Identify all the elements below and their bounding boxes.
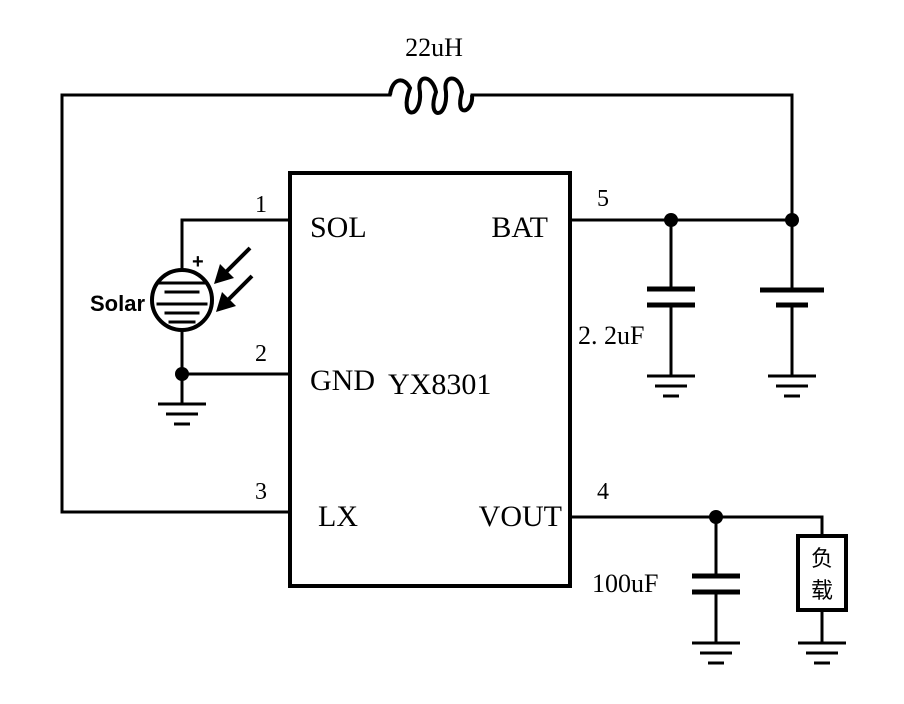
battery — [760, 287, 824, 308]
pin-number-1: 1 — [255, 192, 267, 218]
load-label-1: 负 — [811, 547, 833, 572]
pin-number-2: 2 — [255, 341, 267, 367]
ground-symbol-solar — [158, 402, 206, 426]
inductor-value: 22uH — [405, 33, 463, 62]
ground-symbol-load — [798, 641, 846, 665]
ground-symbol-bat-cap — [647, 374, 695, 398]
light-arrows-icon — [214, 246, 254, 312]
vout-wiring — [568, 510, 824, 643]
ground-symbol-battery — [768, 374, 816, 398]
pin-label-vout: VOUT — [479, 500, 562, 533]
pin-number-3: 3 — [255, 479, 267, 505]
pin-label-lx: LX — [318, 500, 358, 533]
pin-label-bat: BAT — [491, 211, 548, 244]
vout-capacitor-value: 100uF — [592, 569, 658, 598]
inductor-wire — [60, 93, 794, 514]
pin-label-gnd: GND — [310, 364, 375, 397]
solar-polarity: + — [192, 251, 204, 273]
pin-number-5: 5 — [597, 186, 609, 212]
load-label-2: 载 — [811, 579, 833, 604]
vout-capacitor — [692, 573, 740, 595]
bat-wiring — [568, 213, 799, 376]
bat-capacitor-value: 2. 2uF — [578, 321, 644, 350]
pin-number-4: 4 — [597, 479, 609, 505]
inductor: 22uH — [388, 33, 475, 115]
bat-capacitor — [647, 286, 695, 308]
solar-cell — [150, 268, 214, 332]
ic-body — [288, 171, 572, 588]
ground-symbol-vout-cap — [692, 641, 740, 665]
load: 负 载 — [796, 534, 848, 612]
solar-label: Solar — [90, 291, 145, 316]
solar-wiring — [175, 218, 292, 404]
ic-name: YX8301 — [388, 368, 491, 401]
pin-label-sol: SOL — [310, 211, 367, 244]
